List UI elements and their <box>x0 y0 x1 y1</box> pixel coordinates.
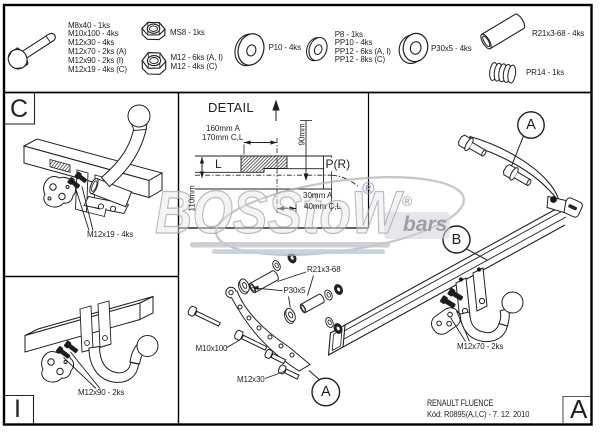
balloon-b: B <box>451 231 462 248</box>
detail-dim-160: 160mm A <box>206 123 240 133</box>
tube-r21-icon <box>480 13 526 50</box>
nut-m12-labels: M12 - 6ks (A, I) M12 - 4ks (C) <box>170 53 223 71</box>
bolt-sizes-list: M8x40 - 1ks M10x100 - 4ks M12x30 - 4ks M… <box>68 20 127 74</box>
washer-pp-labels: P8 - 1ks PP10 - 4ks PP12 - 6ks (A, I) PP… <box>334 29 391 65</box>
spring-pr14-label: PR14 - 1ks <box>526 67 565 77</box>
detail-dim-40: 40mm C,L <box>304 201 341 211</box>
washer-p30-label: P30x5 - 4ks <box>431 43 472 53</box>
callout-m12x30: M12x30 <box>237 374 265 384</box>
detail-dim-170: 170mm C,L <box>202 132 244 142</box>
nut-m12-icon <box>141 52 167 75</box>
corner-a-letter: A <box>570 393 588 424</box>
washer-p10-icon <box>234 33 265 67</box>
tube-r21-label: R21x3-68 - 4ks <box>532 28 585 38</box>
washer-p10-label: P10 - 4ks <box>268 42 302 52</box>
section-c-callout: M12x19 - 4ks <box>87 230 134 239</box>
vehicle-name: RENAULT FLUENCE <box>426 397 493 408</box>
detail-dim-90: 90mm <box>297 122 307 146</box>
callout-p30: P30x5 <box>283 286 306 295</box>
nut-ms8-label: MS8 - 1ks <box>170 27 205 37</box>
section-c-drawing <box>22 104 164 231</box>
detail-dim-110: 110mm <box>187 185 197 212</box>
section-i-drawing <box>24 295 159 389</box>
bolt-icon <box>7 32 56 70</box>
detail-label-pr: P(R) <box>324 157 352 172</box>
detail-title: DETAIL <box>208 100 254 115</box>
nut-ms8-icon <box>141 21 166 41</box>
detail-label-l: L <box>215 157 222 171</box>
section-i-callout: M12x90 - 2ks <box>78 388 125 397</box>
arm-bolt-icons <box>458 134 532 187</box>
detail-dim-30: 30mm A <box>303 191 333 200</box>
balloon-a-top: A <box>526 117 536 133</box>
callout-r21: R21x3-68 <box>307 265 341 274</box>
washer-pp-icon <box>306 36 328 62</box>
balloon-a-bottom: A <box>320 384 331 400</box>
main-assembly-drawing <box>187 111 583 407</box>
section-i-letter: I <box>14 394 21 423</box>
section-c-letter: C <box>10 95 29 123</box>
callout-m10: M10x100 <box>195 344 228 353</box>
spring-pr14-icon <box>489 62 517 84</box>
drawing-code: Kód: R0895(A,I,C) - 7. 12. 2010 <box>426 408 529 419</box>
washer-p30-icon <box>398 32 429 64</box>
callout-m12x70: M12x70 - 2ks <box>457 341 504 351</box>
